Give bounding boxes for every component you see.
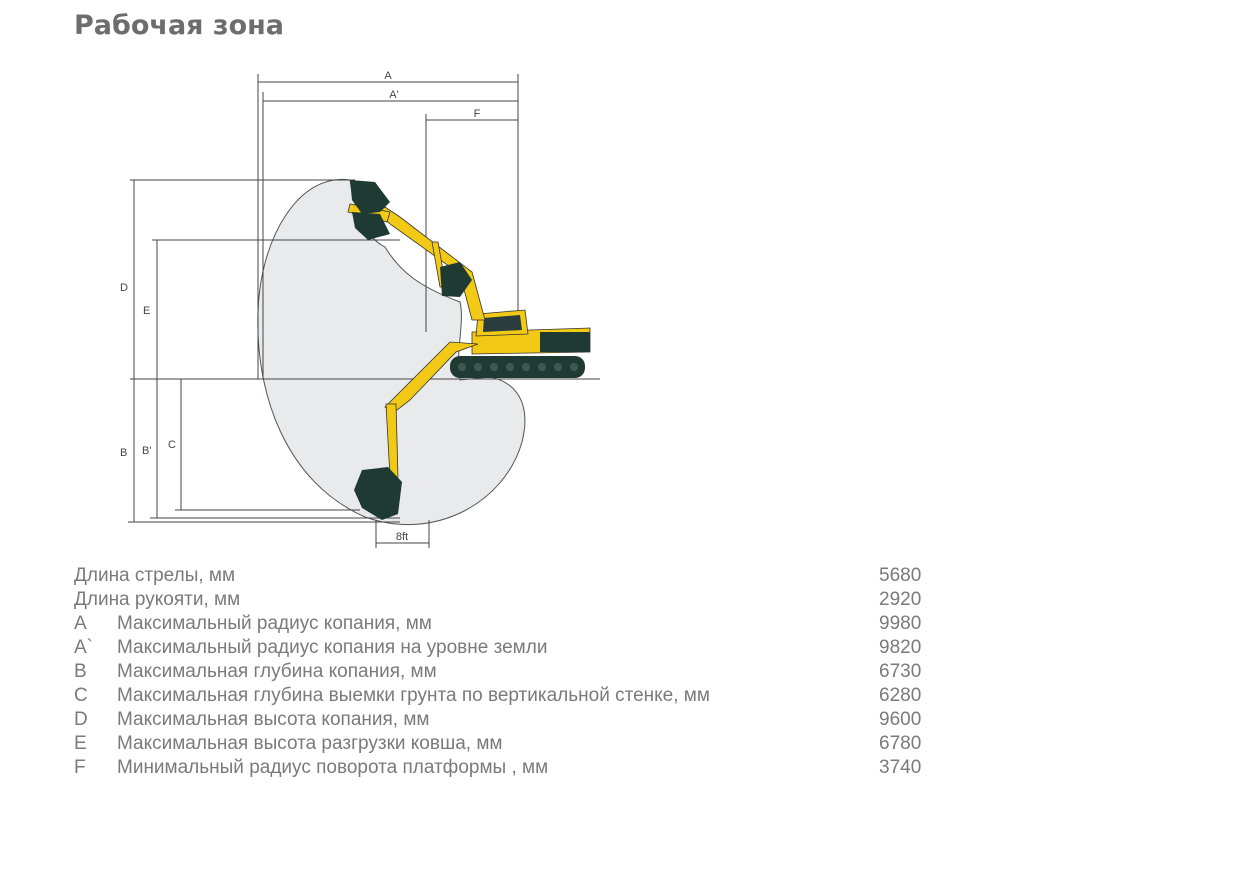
spec-row: B Максимальная глубина копания, мм 6730 [74, 660, 934, 684]
spec-value: 2920 [879, 589, 922, 610]
working-range-svg: A A' F D E B B' C 8ft [120, 70, 600, 548]
spec-value: 9820 [879, 637, 922, 658]
spec-row: Длина рукояти, мм 2920 [74, 588, 934, 612]
spec-code: D [74, 709, 88, 730]
specs-table: Длина стрелы, мм 5680 Длина рукояти, мм … [74, 564, 934, 780]
dim-label-ft: 8ft [396, 531, 408, 543]
spec-label: Минимальный радиус поворота платформы , … [117, 757, 549, 778]
spec-value: 3740 [879, 757, 922, 778]
dim-label-e: E [143, 305, 150, 317]
arm-lower [385, 403, 399, 478]
spec-row: F Минимальный радиус поворота платформы … [74, 756, 934, 780]
bucket-upper [350, 180, 390, 214]
working-range-diagram: A A' F D E B B' C 8ft [100, 62, 620, 557]
spec-label: Максимальная глубина копания, мм [117, 661, 437, 682]
spec-code: A` [74, 637, 93, 658]
dim-label-a-prime: A' [389, 89, 398, 101]
spec-value: 9600 [879, 709, 922, 730]
excavator-tracks [450, 356, 585, 378]
spec-value: 5680 [879, 565, 922, 586]
dim-label-b: B [120, 447, 127, 459]
excavator-counterweight [540, 332, 590, 352]
spec-value: 6730 [879, 661, 922, 682]
spec-label: Максимальная высота разгрузки ковша, мм [117, 733, 503, 754]
spec-code: E [74, 733, 87, 754]
spec-row: E Максимальная высота разгрузки ковша, м… [74, 732, 934, 756]
spec-label: Максимальная высота копания, мм [117, 709, 430, 730]
spec-label: Длина рукояти, мм [74, 589, 241, 610]
dim-label-b-prime: B' [142, 445, 151, 457]
bucket-upper-2 [352, 212, 390, 240]
spec-code: A [74, 613, 87, 634]
dim-label-c: C [168, 439, 176, 451]
spec-label: Максимальная глубина выемки грунта по ве… [117, 685, 710, 706]
dim-label-d: D [120, 282, 128, 294]
spec-row: D Максимальная высота копания, мм 9600 [74, 708, 934, 732]
track-rollers [458, 363, 578, 371]
spec-value: 6280 [879, 685, 922, 706]
spec-row: Длина стрелы, мм 5680 [74, 564, 934, 588]
bucket-lower [354, 467, 402, 520]
spec-row: C Максимальная глубина выемки грунта по … [74, 684, 934, 708]
spec-value: 6780 [879, 733, 922, 754]
spec-code: C [74, 685, 88, 706]
page-title: Рабочая зона [74, 10, 285, 41]
dim-label-a: A [384, 70, 392, 82]
spec-code: F [74, 757, 86, 778]
spec-value: 9980 [879, 613, 922, 634]
spec-label: Максимальный радиус копания на уровне зе… [117, 637, 548, 658]
spec-label: Максимальный радиус копания, мм [117, 613, 432, 634]
spec-label: Длина стрелы, мм [74, 565, 236, 586]
dim-label-f: F [474, 108, 481, 120]
spec-row: A` Максимальный радиус копания на уровне… [74, 636, 934, 660]
spec-row: A Максимальный радиус копания, мм 9980 [74, 612, 934, 636]
cab-window [483, 315, 522, 332]
spec-code: B [74, 661, 87, 682]
bucket-mid [440, 262, 472, 297]
